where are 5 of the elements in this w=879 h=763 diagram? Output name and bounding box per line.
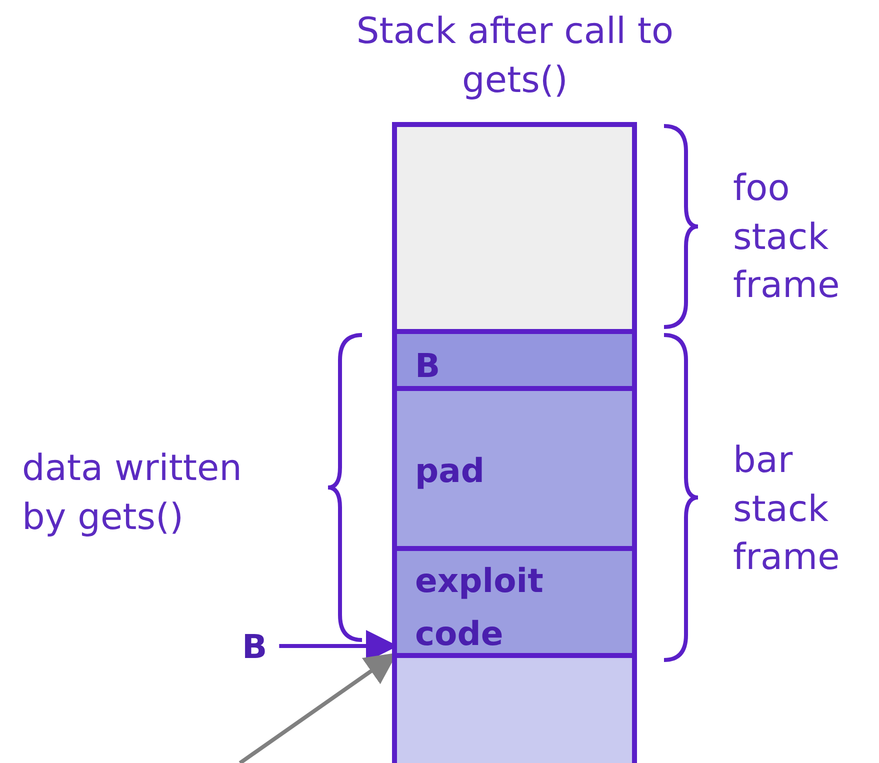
- pointer-label: B: [242, 627, 268, 666]
- diagram-title: Stack after call to gets(): [355, 10, 675, 103]
- annotation-text: data written by gets(): [22, 447, 243, 540]
- frame-label: bar stack frame: [733, 439, 841, 580]
- frame-label: foo stack frame: [733, 167, 841, 308]
